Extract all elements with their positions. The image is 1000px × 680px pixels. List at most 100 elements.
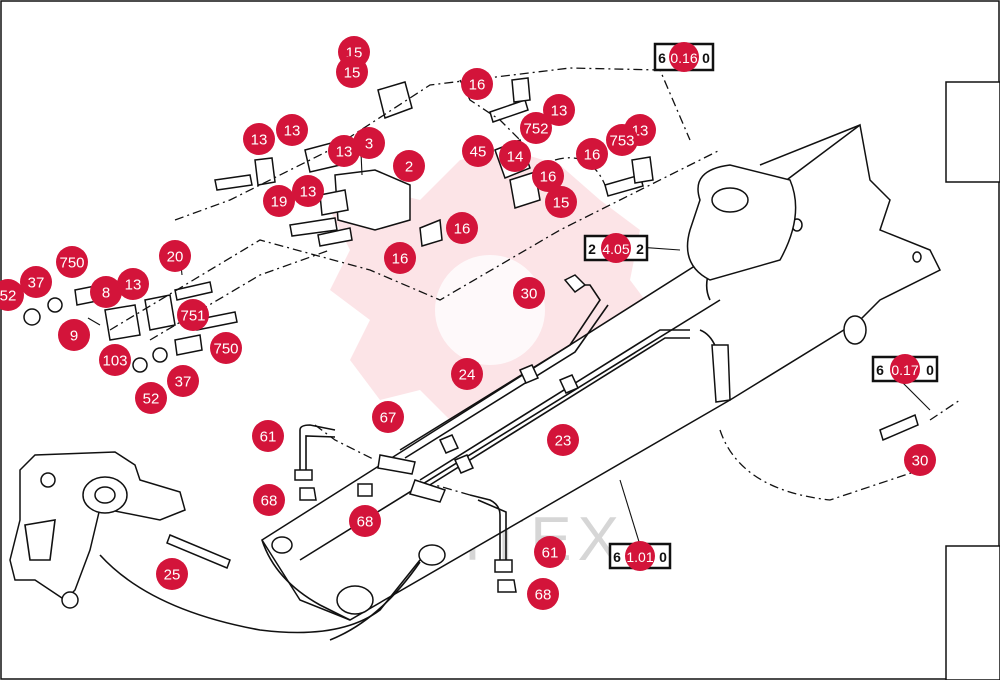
callout-label: 16: [540, 169, 557, 186]
callout-label: 52: [143, 391, 160, 408]
callout-25[interactable]: 25: [156, 558, 188, 590]
callout-15[interactable]: 15: [336, 56, 368, 88]
callout-20[interactable]: 20: [159, 240, 191, 272]
callout-750[interactable]: 750: [210, 332, 242, 364]
callout-753[interactable]: 753: [606, 124, 638, 156]
reference-number: 4.05: [602, 241, 629, 257]
reference-dot: [625, 541, 655, 571]
callout-103[interactable]: 103: [99, 344, 131, 376]
callout-16[interactable]: 16: [384, 242, 416, 274]
edge-tab-top: [945, 81, 1000, 183]
callout-16[interactable]: 16: [461, 68, 493, 100]
callout-68[interactable]: 68: [349, 505, 381, 537]
callout-13[interactable]: 13: [292, 175, 324, 207]
callout-751[interactable]: 751: [177, 299, 209, 331]
callout-label: 13: [300, 184, 317, 201]
callout-label: 103: [102, 353, 127, 370]
callout-label: 750: [213, 341, 238, 358]
callout-label: 68: [261, 493, 278, 510]
callout-16[interactable]: 16: [446, 212, 478, 244]
reference-suffix: 2: [636, 241, 644, 257]
reference-box-2[interactable]: 6 0.17 0: [871, 354, 939, 384]
callout-752[interactable]: 752: [520, 112, 552, 144]
callout-9[interactable]: 9: [58, 319, 90, 351]
pin-25: [166, 534, 231, 569]
callout-label: 68: [535, 587, 552, 604]
callout-15[interactable]: 15: [545, 186, 577, 218]
callout-37[interactable]: 37: [167, 365, 199, 397]
callout-label: 13: [125, 277, 142, 294]
callout-label: 13: [251, 132, 268, 149]
callout-label: 15: [344, 65, 361, 82]
callout-label: 30: [521, 286, 538, 303]
reference-number: 0.17: [891, 362, 918, 378]
callout-52[interactable]: 52: [0, 279, 24, 311]
callout-37[interactable]: 37: [20, 266, 52, 298]
reference-suffix: 0: [702, 50, 710, 66]
callout-label: 30: [912, 453, 929, 470]
callout-label: 13: [284, 123, 301, 140]
callout-52[interactable]: 52: [135, 382, 167, 414]
callout-750[interactable]: 750: [56, 246, 88, 278]
callout-label: 24: [459, 367, 476, 384]
callout-13[interactable]: 13: [328, 135, 360, 167]
reference-suffix: 0: [659, 549, 667, 565]
callout-30[interactable]: 30: [904, 444, 936, 476]
callout-label: 9: [70, 328, 78, 345]
callout-61[interactable]: 61: [252, 420, 284, 452]
callout-label: 68: [357, 514, 374, 531]
reference-dot: [601, 233, 631, 263]
reference-box-1[interactable]: 2 4.05 2: [583, 233, 649, 263]
l-fittings: [294, 424, 517, 593]
callout-label: 23: [555, 433, 572, 450]
reference-prefix: 6: [876, 362, 884, 378]
callout-label: 750: [59, 255, 84, 272]
callout-19[interactable]: 19: [263, 185, 295, 217]
callout-67[interactable]: 67: [372, 401, 404, 433]
callout-16[interactable]: 16: [576, 138, 608, 170]
callout-label: 37: [28, 275, 45, 292]
callout-label: 25: [164, 567, 181, 584]
callout-24[interactable]: 24: [451, 358, 483, 390]
callout-68[interactable]: 68: [527, 578, 559, 610]
reference-number: 0.16: [670, 50, 697, 66]
mounting-bracket: [9, 451, 186, 609]
callout-label: 13: [336, 144, 353, 161]
callout-68[interactable]: 68: [253, 484, 285, 516]
callout-label: 20: [167, 249, 184, 266]
callout-label: 67: [380, 410, 397, 427]
callout-30[interactable]: 30: [513, 277, 545, 309]
callout-8[interactable]: 8: [90, 276, 122, 308]
callout-label: 16: [392, 251, 409, 268]
callout-45[interactable]: 45: [462, 135, 494, 167]
callout-14[interactable]: 14: [499, 140, 531, 172]
reference-number: 1.01: [626, 549, 653, 565]
callout-label: 16: [469, 77, 486, 94]
callout-label: 16: [584, 147, 601, 164]
callout-61[interactable]: 61: [534, 536, 566, 568]
reference-dot: [669, 42, 699, 72]
callout-13[interactable]: 13: [117, 268, 149, 300]
callout-13[interactable]: 13: [543, 94, 575, 126]
callout-label: 751: [180, 308, 205, 325]
callout-23[interactable]: 23: [547, 424, 579, 456]
callout-label: 753: [609, 133, 634, 150]
edge-tab-bottom: [945, 545, 1000, 680]
reference-prefix: 6: [658, 50, 666, 66]
callout-3[interactable]: 3: [353, 127, 385, 159]
callout-label: 15: [553, 195, 570, 212]
callout-2[interactable]: 2: [393, 150, 425, 182]
reference-prefix: 2: [588, 241, 596, 257]
callout-label: 61: [260, 429, 277, 446]
reference-suffix: 0: [926, 362, 934, 378]
callout-13[interactable]: 13: [243, 123, 275, 155]
callout-label: 752: [523, 121, 548, 138]
callout-13[interactable]: 13: [276, 114, 308, 146]
callout-16[interactable]: 16: [532, 160, 564, 192]
